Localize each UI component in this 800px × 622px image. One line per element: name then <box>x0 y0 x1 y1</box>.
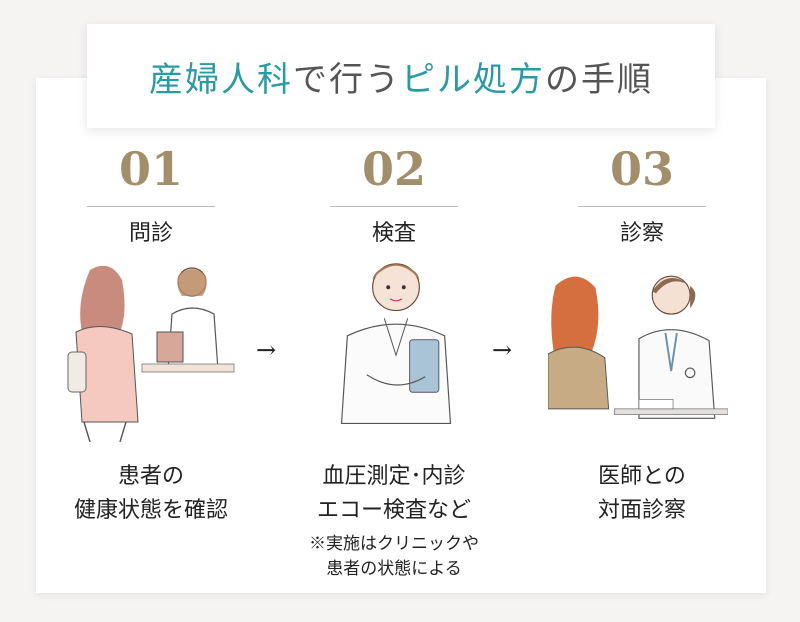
step-2-description: 血圧測定･内診 エコー検査など <box>279 460 509 528</box>
title-part-3: ピル処方 <box>401 59 545 100</box>
title-part-2: で行う <box>293 59 401 100</box>
desc-line: 健康状態を確認 <box>73 498 228 524</box>
step-3: 03 診察 <box>542 140 742 250</box>
divider <box>578 206 706 207</box>
step-title: 問診 <box>128 221 173 246</box>
title-part-1: 産婦人科 <box>149 59 293 100</box>
step-3-description: 医師との 対面診察 <box>527 460 757 528</box>
arrow-icon: → <box>492 336 513 364</box>
arrow-icon: → <box>256 336 277 364</box>
desc-line: 対面診察 <box>597 498 686 524</box>
step-number: 03 <box>609 142 674 196</box>
step-title: 診察 <box>619 221 664 246</box>
note-line: 患者の状態による <box>326 558 462 579</box>
step-1: 01 問診 <box>51 140 251 250</box>
desc-line: 患者の <box>117 464 184 489</box>
page-title: 産婦人科で行うピル処方の手順 <box>149 52 653 101</box>
step-2-note: ※実施はクリニックや 患者の状態による <box>279 532 509 581</box>
step-1-description: 患者の 健康状態を確認 <box>36 460 266 528</box>
step-2: 02 検査 <box>294 140 494 250</box>
step-number: 01 <box>118 142 183 196</box>
doctor-consultation-illustration <box>548 275 728 419</box>
title-box: 産婦人科で行うピル処方の手順 <box>87 24 715 128</box>
note-line: ※実施はクリニックや <box>309 534 479 554</box>
divider <box>87 206 215 207</box>
title-part-4: の手順 <box>545 59 653 100</box>
desc-line: 血圧測定･内診 <box>322 464 466 489</box>
consultation-illustration <box>67 265 235 442</box>
examination-illustration <box>340 263 452 424</box>
step-number: 02 <box>361 142 426 196</box>
step-title: 検査 <box>371 221 416 246</box>
desc-line: エコー検査など <box>316 498 471 524</box>
divider <box>330 206 458 207</box>
desc-line: 医師との <box>598 464 686 489</box>
